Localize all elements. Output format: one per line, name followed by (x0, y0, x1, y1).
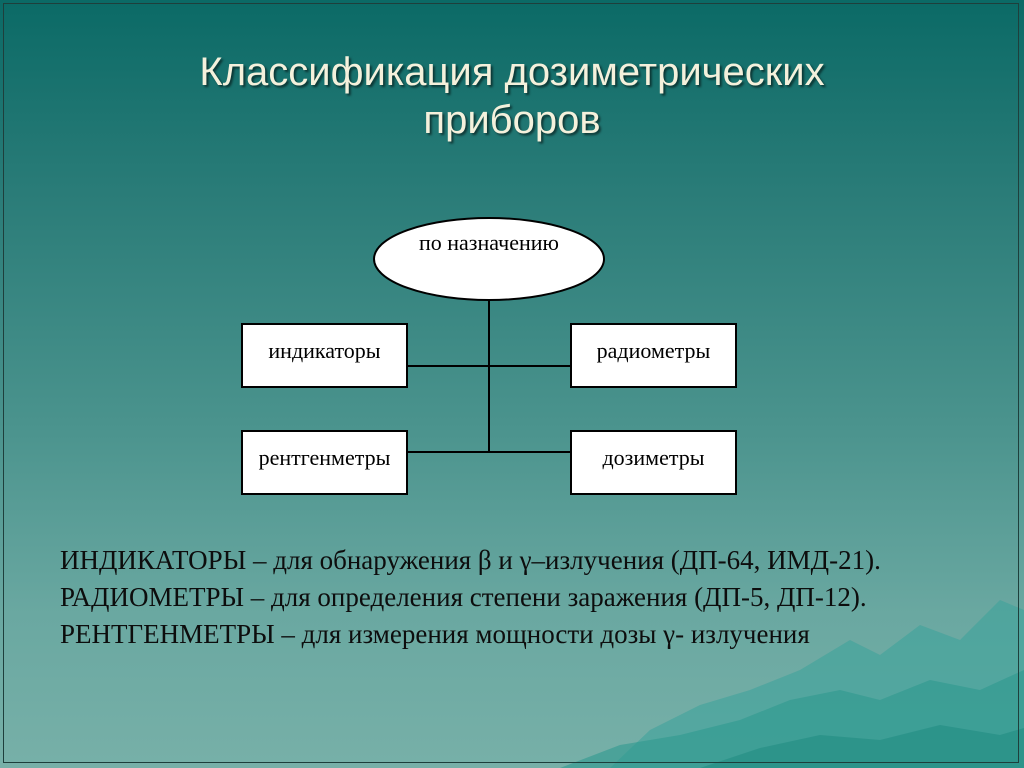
node-indicators-label: индикаторы (268, 338, 381, 363)
description-block: ИНДИКАТОРЫ – для обнаружения β и γ–излуч… (60, 542, 960, 653)
node-roentgenmeters-shape (241, 430, 408, 495)
node-dosimeters-shape (570, 430, 737, 495)
node-radiometers-shape (570, 323, 737, 388)
description-line-3: РЕНТГЕНМЕТРЫ – для измерения мощности до… (60, 619, 810, 649)
title-line-1: Классификация дозиметрических (199, 50, 825, 94)
node-radiometers-label: радиометры (596, 338, 711, 363)
node-roentgenmeters-label: рентгенметры (258, 445, 391, 470)
description-line-1: ИНДИКАТОРЫ – для обнаружения β и γ–излуч… (60, 545, 881, 575)
slide-title: Классификация дозиметрических приборов (0, 48, 1024, 144)
node-dosimeters-label: дозиметры (602, 445, 705, 470)
title-line-2: приборов (423, 98, 601, 142)
description-line-2: РАДИОМЕТРЫ – для определения степени зар… (60, 582, 867, 612)
root-node-shape (373, 217, 605, 301)
root-node-label: по назначению (419, 230, 559, 255)
node-indicators-shape (241, 323, 408, 388)
